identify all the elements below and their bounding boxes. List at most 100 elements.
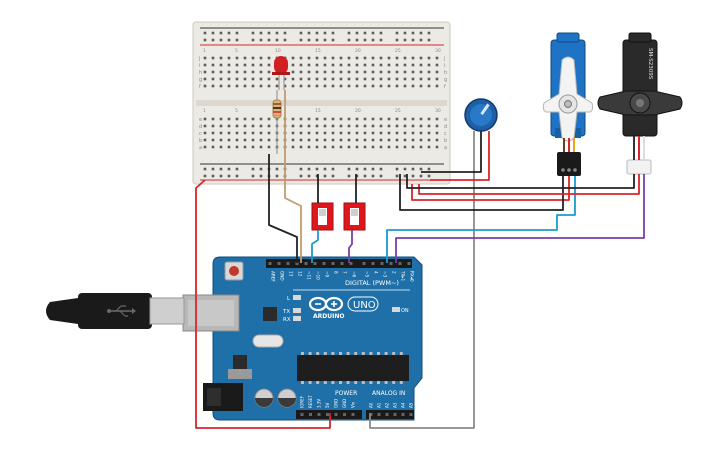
wire-led-gnd [268,154,298,263]
rail-hole [307,31,311,35]
breadboard-hole [411,84,415,88]
column-number: 15 [315,108,321,114]
servo-model-label: SM-S2309S [647,48,653,80]
breadboard-hole [211,124,215,128]
breadboard-hole [291,117,295,121]
rail-hole [259,167,263,171]
red-led [272,56,290,90]
digital-pin-label: 7 [343,271,348,274]
breadboard-hole [395,84,399,88]
rail-hole [419,167,423,171]
breadboard-hole [419,70,423,74]
breadboard-hole [267,117,271,121]
rail-hole [275,31,279,35]
breadboard-hole [435,117,439,121]
row-letter: a [199,145,202,151]
breadboard-hole [339,145,343,149]
breadboard-hole [259,145,263,149]
breadboard-hole [203,124,207,128]
breadboard-hole [419,84,423,88]
breadboard-hole [379,131,383,135]
analog-pin-label: A1 [377,402,382,408]
breadboard-hole [411,77,415,81]
breadboard-hole [315,131,319,135]
breadboard-hole [339,138,343,142]
header-pin [362,262,366,265]
breadboard-hole [331,138,335,142]
breadboard-hole [411,56,415,60]
breadboard-hole [371,77,375,81]
row-letter: d [444,124,447,130]
breadboard-hole [235,63,239,67]
breadboard-hole [339,131,343,135]
breadboard-hole [259,84,263,88]
breadboard-hole [435,63,439,67]
breadboard-hole [251,117,255,121]
rail-hole [315,31,319,35]
breadboard-hole [435,77,439,81]
breadboard-hole [419,131,423,135]
breadboard-hole [427,84,431,88]
rail-hole [331,38,335,42]
breadboard-hole [427,131,431,135]
breadboard-hole [219,124,223,128]
header-pin [331,262,335,265]
breadboard-hole [347,70,351,74]
breadboard-hole [219,70,223,74]
led-l-label: L [287,296,291,302]
header-pin [322,262,326,265]
breadboard-hole [323,70,327,74]
header-pin [377,413,381,416]
breadboard-hole [387,84,391,88]
rail-hole [419,38,423,42]
breadboard-hole [395,131,399,135]
breadboard-hole [203,70,207,74]
rail-hole [395,174,399,178]
breadboard-hole [403,124,407,128]
breadboard-hole [203,131,207,135]
breadboard-hole [323,77,327,81]
breadboard-hole [291,70,295,74]
breadboard-hole [379,124,383,128]
breadboard-hole [203,117,207,121]
rail-hole [427,31,431,35]
breadboard-hole [251,145,255,149]
breadboard-hole [307,63,311,67]
header-pin [317,413,321,416]
rail-hole [347,38,351,42]
header-pin [340,262,344,265]
breadboard-hole [315,77,319,81]
breadboard-hole [339,124,343,128]
potentiometer [464,98,498,132]
breadboard-hole [211,84,215,88]
rail-hole [331,167,335,171]
rail-hole [203,167,207,171]
breadboard-hole [299,131,303,135]
rail-hole [267,38,271,42]
row-letter: f [199,84,201,90]
breadboard-hole [267,131,271,135]
rail-hole [347,167,351,171]
digital-pin-label: RX◂0 [410,271,415,282]
breadboard-hole [379,138,383,142]
header-pin [401,413,405,416]
column-number: 5 [235,48,238,54]
breadboard-hole [307,117,311,121]
breadboard-hole [363,84,367,88]
digital-pin-label: ~10 [316,271,321,280]
column-number: 25 [395,48,401,54]
rail-hole [219,174,223,178]
breadboard-hole [371,131,375,135]
row-letter: j [198,56,200,62]
breadboard-hole [227,131,231,135]
breadboard-hole [203,56,207,60]
breadboard-hole [331,117,335,121]
analog-pin-label: A0 [369,402,374,408]
capacitors [254,388,297,408]
rail-hole [363,167,367,171]
breadboard-hole [379,77,383,81]
power-pin-label: 3.3V [317,399,322,408]
breadboard-hole [435,124,439,128]
rail-hole [395,31,399,35]
breadboard-hole [203,84,207,88]
